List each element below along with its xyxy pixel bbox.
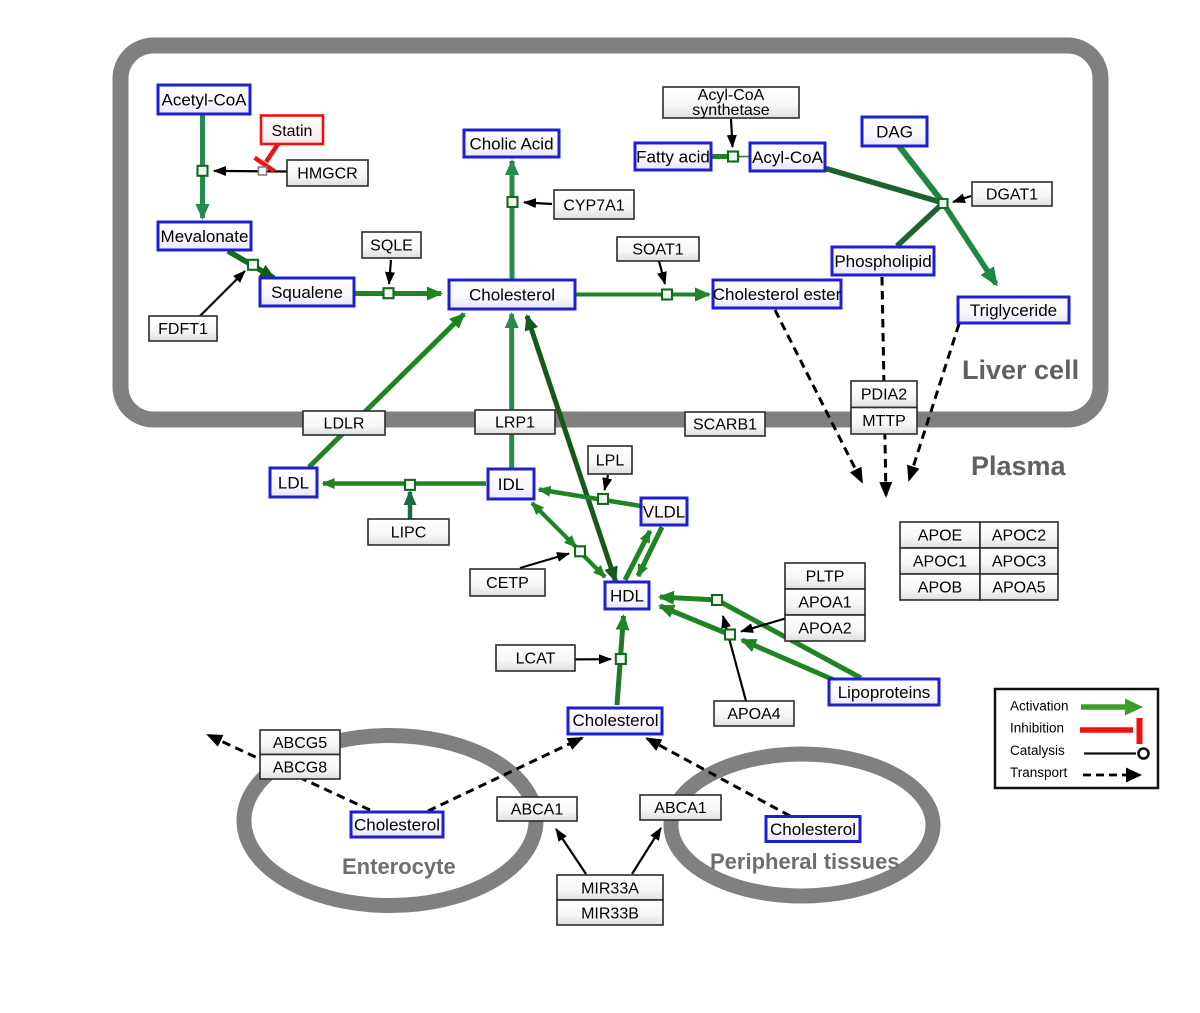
svg-text:ABCA1: ABCA1 (511, 802, 564, 819)
svg-text:Phospholipid: Phospholipid (834, 252, 931, 271)
svg-text:APOA1: APOA1 (798, 595, 851, 612)
svg-text:Cholesterol ester: Cholesterol ester (713, 285, 842, 304)
svg-text:APOA2: APOA2 (798, 621, 851, 638)
svg-text:Cholic Acid: Cholic Acid (469, 135, 553, 154)
svg-text:APOC2: APOC2 (992, 528, 1046, 545)
svg-text:Transport: Transport (1010, 765, 1068, 780)
svg-text:Liver cell: Liver cell (962, 355, 1079, 385)
svg-text:ABCG8: ABCG8 (273, 760, 327, 777)
svg-text:MIR33B: MIR33B (581, 906, 639, 923)
svg-text:Lipoproteins: Lipoproteins (838, 683, 931, 702)
svg-text:APOC1: APOC1 (913, 554, 967, 571)
svg-text:APOE: APOE (918, 528, 962, 545)
svg-text:PLTP: PLTP (806, 569, 845, 586)
svg-text:Acetyl-CoA: Acetyl-CoA (161, 91, 247, 110)
svg-text:LCAT: LCAT (516, 651, 556, 668)
svg-text:DAG: DAG (876, 123, 913, 142)
svg-text:SCARB1: SCARB1 (693, 417, 757, 434)
svg-text:ABCA1: ABCA1 (654, 800, 707, 817)
svg-text:Plasma: Plasma (971, 451, 1067, 481)
svg-text:APOA4: APOA4 (727, 706, 780, 723)
svg-text:Activation: Activation (1010, 699, 1069, 714)
svg-text:CYP7A1: CYP7A1 (563, 198, 624, 215)
svg-text:IDL: IDL (498, 475, 524, 494)
svg-text:LRP1: LRP1 (495, 415, 535, 432)
svg-text:HDL: HDL (610, 587, 644, 606)
svg-text:Acyl-CoA: Acyl-CoA (698, 87, 765, 104)
svg-text:LPL: LPL (596, 453, 625, 470)
svg-text:Catalysis: Catalysis (1010, 743, 1065, 758)
svg-text:MTTP: MTTP (862, 413, 906, 430)
svg-text:SOAT1: SOAT1 (632, 242, 683, 259)
svg-text:SQLE: SQLE (370, 238, 413, 255)
svg-text:APOC3: APOC3 (992, 554, 1046, 571)
svg-text:Squalene: Squalene (271, 283, 343, 302)
svg-text:Fatty acid: Fatty acid (636, 148, 710, 167)
svg-text:Triglyceride: Triglyceride (970, 301, 1057, 320)
svg-text:Peripheral tissues: Peripheral tissues (710, 849, 900, 874)
svg-text:APOB: APOB (918, 580, 962, 597)
svg-text:Acyl-CoA: Acyl-CoA (752, 148, 824, 167)
svg-text:Statin: Statin (272, 123, 313, 140)
svg-text:Cholesterol: Cholesterol (770, 820, 856, 839)
svg-text:Cholesterol: Cholesterol (354, 816, 440, 835)
svg-text:HMGCR: HMGCR (297, 166, 357, 183)
svg-text:MIR33A: MIR33A (581, 881, 639, 898)
svg-text:LDLR: LDLR (324, 416, 365, 433)
svg-text:DGAT1: DGAT1 (986, 187, 1038, 204)
svg-text:VLDL: VLDL (643, 503, 686, 522)
svg-text:LDL: LDL (278, 474, 309, 493)
svg-text:APOA5: APOA5 (992, 580, 1045, 597)
svg-text:Inhibition: Inhibition (1010, 721, 1064, 736)
svg-text:FDFT1: FDFT1 (158, 321, 208, 338)
svg-text:Mevalonate: Mevalonate (161, 227, 249, 246)
svg-text:LIPC: LIPC (391, 525, 427, 542)
svg-text:ABCG5: ABCG5 (273, 735, 327, 752)
svg-text:Enterocyte: Enterocyte (342, 854, 456, 879)
svg-text:CETP: CETP (486, 575, 529, 592)
svg-text:Cholesterol: Cholesterol (469, 286, 555, 305)
svg-text:PDIA2: PDIA2 (861, 387, 907, 404)
svg-text:synthetase: synthetase (692, 102, 769, 119)
svg-text:Cholesterol: Cholesterol (573, 711, 659, 730)
